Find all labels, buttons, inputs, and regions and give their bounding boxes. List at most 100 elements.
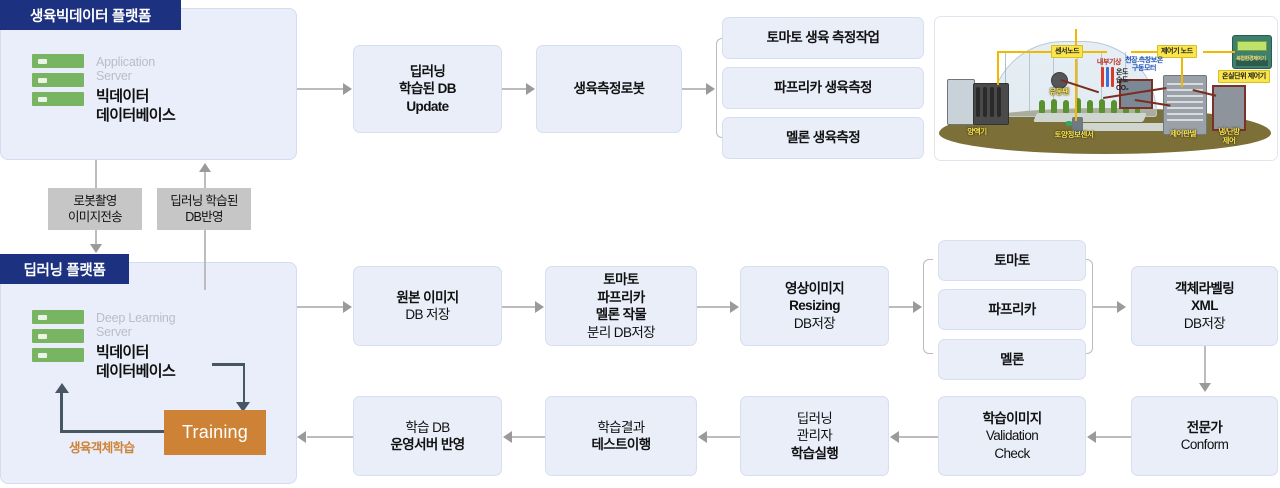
controller-node-tag: 제어기 노드 — [1157, 45, 1197, 58]
loop-line-training-to-db-v — [60, 392, 63, 432]
node-growth-measurement-robot[interactable]: 생육측정로봇 — [536, 45, 682, 133]
cooling-heating-control-label: 냉/난방 제어 — [1218, 127, 1240, 145]
node-deep-learning-db-update[interactable]: 딥러닝 학습된 DB Update — [353, 45, 502, 133]
deep-learning-server-subtitle: Deep Learning Server — [96, 311, 176, 339]
controller-device-label: 복합환경제어기 — [1236, 56, 1266, 62]
node-text: 학습 DB 운영서버 반영 — [390, 419, 465, 453]
top-link-platform-to-box1 — [297, 88, 344, 90]
mid-branch-bracket-left — [923, 259, 933, 354]
application-server-title: 빅데이터 데이터베이스 — [96, 88, 176, 124]
server-icon — [32, 54, 84, 106]
mid-arrow-2 — [535, 300, 544, 313]
node-crop-tomato[interactable]: 토마토 — [938, 240, 1086, 281]
sensor-node-tag: 센서노드 — [1051, 45, 1084, 58]
node-text: 학습결과 테스트이행 — [591, 419, 651, 453]
controller-wire-to-device — [1203, 51, 1235, 53]
platform-growth-bigdata-title: 생육빅데이터 플랫폼 — [0, 0, 181, 30]
circulation-fan-label: 유동팬 — [1049, 87, 1069, 96]
mid-arrow-5 — [1117, 300, 1126, 313]
node-text: 전문가 Conform — [1180, 419, 1229, 453]
loop-line-db-to-training-h — [212, 363, 245, 366]
loop-line-db-to-training-v — [242, 363, 245, 403]
sensor-wire-soil — [1075, 59, 1077, 121]
bot-arrow-4 — [890, 430, 899, 443]
mid-link-branch-to-labeling — [1093, 306, 1118, 308]
node-crop-melon[interactable]: 멜론 — [938, 339, 1086, 380]
loop-arrow-into-db — [54, 383, 69, 393]
bot-link-box1-to-platform — [307, 436, 353, 438]
controller-wire-drop — [1181, 51, 1183, 87]
chip-deep-learning-db-reflect: 딥러닝 학습된 DB반영 — [157, 188, 251, 230]
node-text: 객체라벨링 XML DB저장 — [1174, 280, 1235, 331]
chip1-line-top — [95, 160, 97, 190]
sensor-wire-drop-left — [997, 51, 999, 85]
bot-arrow-1 — [297, 430, 306, 443]
node-text: 원본 이미지 DB 저장 — [396, 289, 459, 323]
node-text: 멜론 — [1000, 351, 1024, 367]
top-link-box2-to-branch — [682, 88, 707, 90]
bot-link-box2-to-box1 — [512, 436, 545, 438]
deep-learning-server-block: Deep Learning Server 빅데이터 데이터베이스 — [32, 310, 176, 381]
controller-wire-h — [1131, 51, 1181, 53]
node-original-image-db-save[interactable]: 원본 이미지 DB 저장 — [353, 266, 502, 346]
node-text: 생육측정로봇 — [573, 81, 646, 97]
mid-arrow-3 — [730, 300, 739, 313]
top-arrow-2 — [526, 82, 535, 95]
node-text: 파프리카 생육측정 — [774, 80, 872, 96]
node-expert-conform[interactable]: 전문가 Conform — [1131, 396, 1278, 476]
node-deep-learning-admin-train-run[interactable]: 딥러닝 관리자 학습실행 — [740, 396, 889, 476]
link-labeling-to-expert — [1204, 346, 1206, 384]
loop-label-growth-object-learning: 생육객체학습 — [69, 441, 135, 455]
node-learning-db-operation-server-apply[interactable]: 학습 DB 운영서버 반영 — [353, 396, 502, 476]
sensor-wire-top — [1075, 29, 1077, 51]
node-text: 토마토 파프리카 멜론 작물 분리 DB저장 — [587, 272, 656, 340]
node-text: 토마토 생육 측정작업 — [766, 30, 880, 46]
chip1-line-bottom — [95, 230, 97, 246]
node-paprika-growth-measurement[interactable]: 파프리카 생육측정 — [722, 67, 924, 109]
application-server-block: Application Server 빅데이터 데이터베이스 — [32, 54, 176, 125]
internal-weather-label: 내부기상 — [1096, 59, 1122, 66]
node-crop-paprika[interactable]: 파프리카 — [938, 289, 1086, 330]
control-panel-label: 제어판넬 — [1170, 129, 1196, 138]
top-arrow-1 — [343, 82, 352, 95]
mid-arrow-1 — [343, 300, 352, 313]
node-text: 토마토 — [994, 252, 1030, 268]
top-branch-bracket — [716, 38, 726, 138]
bot-arrow-2 — [503, 430, 512, 443]
node-text: 딥러닝 학습된 DB Update — [399, 63, 457, 114]
chip2-line-bottom — [204, 230, 206, 290]
node-melon-growth-measurement[interactable]: 멜론 생육측정 — [722, 117, 924, 159]
temp-humidity-co2-label: 온도 습도 CO₂ — [1116, 69, 1129, 92]
chip-robot-capture-image-transfer: 로봇촬영 이미지전송 — [48, 188, 142, 230]
node-learning-result-test-execution[interactable]: 학습결과 테스트이행 — [545, 396, 697, 476]
mid-branch-bracket-right — [1083, 259, 1093, 354]
arrow-down-to-expert — [1198, 383, 1211, 392]
mid-link-box2-to-box3 — [697, 306, 731, 308]
chip2-arrow-up — [198, 163, 211, 172]
node-crop-split-db-save[interactable]: 토마토 파프리카 멜론 작물 분리 DB저장 — [545, 266, 697, 346]
loop-arrow-into-training — [236, 402, 250, 412]
ceiling-side-window-motor-label: 천장.측창보온 구동모터 — [1125, 57, 1163, 72]
node-object-labeling-xml-db-save[interactable]: 객체라벨링 XML DB저장 — [1131, 266, 1278, 346]
mid-link-platform-to-box1 — [297, 306, 344, 308]
node-training-image-validation-check[interactable]: 학습이미지 Validation Check — [938, 396, 1086, 476]
bot-link-box5-to-box4 — [1096, 436, 1131, 438]
node-tomato-growth-measurement-task[interactable]: 토마토 생육 측정작업 — [722, 17, 924, 59]
bot-arrow-5 — [1087, 430, 1096, 443]
soil-info-sensor-label: 토양정보센서 — [1054, 130, 1094, 139]
node-text: 파프리카 — [988, 301, 1036, 317]
mid-link-box1-to-box2 — [502, 306, 536, 308]
mid-arrow-4 — [913, 300, 922, 313]
platform-deep-learning-title: 딥러닝 플랫폼 — [0, 254, 129, 284]
mid-link-box3-to-branch — [889, 306, 914, 308]
node-image-resizing-db-save[interactable]: 영상이미지 Resizing DB저장 — [740, 266, 889, 346]
node-text: 멜론 생육측정 — [785, 130, 861, 146]
training-box[interactable]: Training — [164, 410, 266, 455]
chip2-line-top — [204, 172, 206, 190]
deep-learning-server-title: 빅데이터 데이터베이스 — [96, 344, 176, 380]
server-icon — [32, 310, 84, 362]
node-text: 학습이미지 Validation Check — [982, 410, 1042, 461]
bot-link-box4-to-box3 — [899, 436, 938, 438]
chip1-arrow-down — [89, 244, 102, 253]
